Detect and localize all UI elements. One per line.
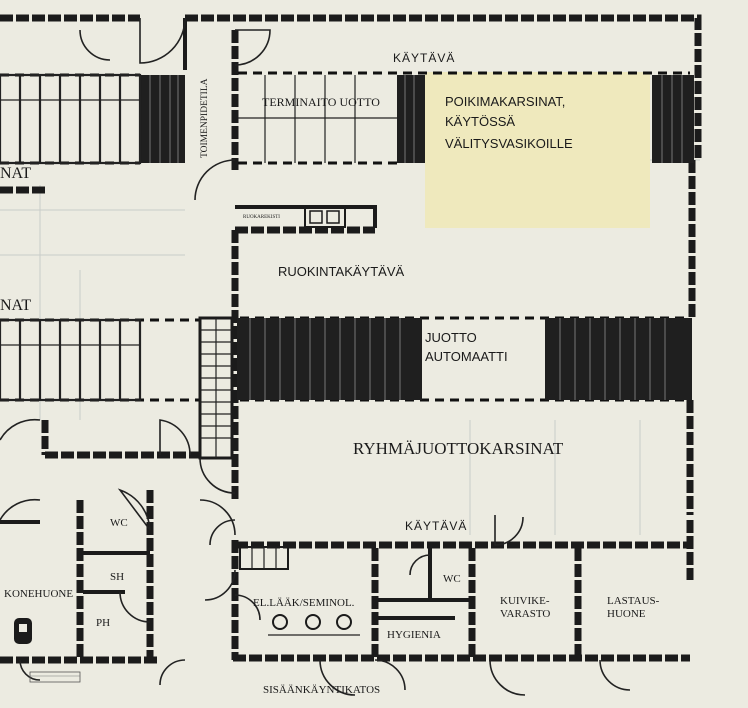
- grate-top-right: [652, 75, 694, 163]
- label-worker-area: TOIMENPIDETILA: [200, 78, 210, 158]
- doors: [0, 17, 631, 696]
- label-group-pens: RYHMÄJUOTTOKARSINAT: [353, 439, 564, 458]
- label-small: RUOKAREKISTI: [243, 215, 280, 220]
- calf-stalls-mid-left: [0, 318, 142, 402]
- grate-top-mid: [397, 75, 425, 163]
- terminal-feeding-grid: [238, 75, 400, 163]
- title-block: [29, 671, 81, 683]
- label-corridor-top: KÄYTÄVÄ: [393, 51, 455, 65]
- sink-counter: [239, 546, 289, 570]
- outer-walls: [0, 14, 702, 664]
- label-loading-1: LASTAUS-: [607, 595, 660, 607]
- label-calf-pens-1: POIKIMAKARSINAT,: [445, 94, 565, 109]
- label-shower: SH: [110, 571, 124, 583]
- grate-top-left: [140, 75, 185, 163]
- label-corridor-bottom: KÄYTÄVÄ: [405, 519, 467, 533]
- label-pens-top-left: NAT: [0, 165, 31, 182]
- sinks: [268, 614, 360, 636]
- label-machine-room: KONEHUONE: [4, 588, 73, 600]
- label-bedding-1: KUIVIKE-: [500, 595, 550, 607]
- label-feed-aisle: RUOKINTAKÄYTÄVÄ: [278, 264, 405, 279]
- grate-mid-left: [237, 318, 422, 400]
- label-calf-pens-3: VÄLITYSVASIKOILLE: [445, 136, 573, 151]
- calving-pens-highlight: [425, 72, 650, 228]
- label-vet-room: EL.LÄÄK/SEMINOL.: [253, 597, 355, 609]
- label-entrance: SISÄÄNKÄYNTIKATOS: [263, 684, 380, 696]
- label-loading-2: HUONE: [607, 608, 646, 620]
- label-pens-mid-left: NAT: [0, 297, 31, 314]
- label-terminal-feeding: TERMINAITO UOTTO: [262, 95, 380, 109]
- label-wc-2: WC: [443, 573, 461, 585]
- grate-mid-right: [545, 318, 692, 400]
- calf-stalls-top-left: [0, 73, 142, 165]
- label-calf-pens-2: KÄYTÖSSÄ: [445, 114, 515, 129]
- label-wc-1: WC: [110, 517, 128, 529]
- stair-grate: [198, 316, 234, 460]
- label-bedding-2: VARASTO: [500, 608, 550, 620]
- label-feeder-2: AUTOMAATTI: [425, 349, 508, 364]
- background-lines: [0, 90, 700, 535]
- label-feeder-1: JUOTTO: [425, 330, 477, 345]
- label-hygiene: HYGIENIA: [387, 629, 441, 641]
- label-ph: PH: [96, 617, 110, 629]
- worktop: [304, 206, 346, 228]
- boiler-icon: [14, 618, 32, 644]
